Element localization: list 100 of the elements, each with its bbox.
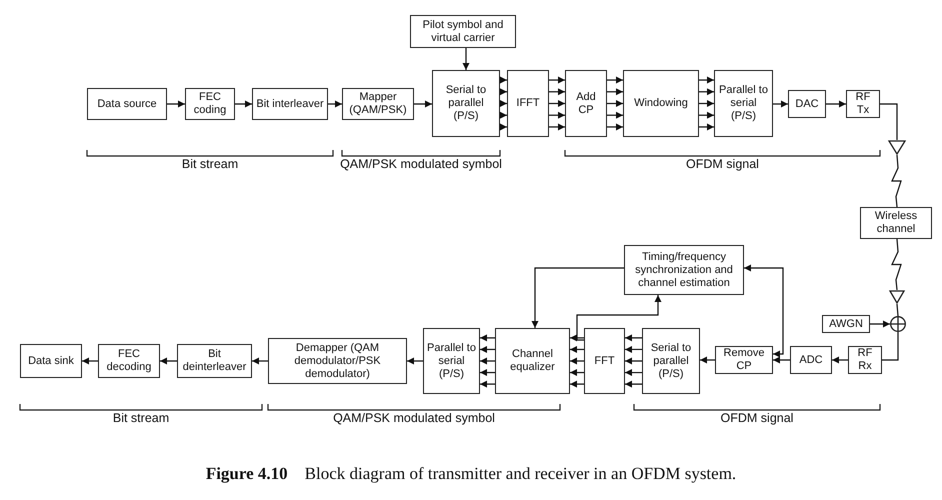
arrow bbox=[160, 358, 177, 364]
block-label: Parallel to serial (P/S) bbox=[718, 84, 769, 123]
process-box bbox=[423, 328, 480, 394]
arrow bbox=[252, 358, 268, 364]
arrow bbox=[82, 358, 98, 364]
arrow bbox=[625, 334, 642, 342]
process-box bbox=[848, 346, 882, 374]
arrow bbox=[699, 123, 714, 130]
process-box bbox=[860, 207, 932, 239]
arrow bbox=[744, 264, 784, 358]
figure-caption: Figure 4.10 Block diagram of transmitter and receiver in an OFDM system. bbox=[204, 464, 738, 484]
section-label: QAM/PSK modulated symbol bbox=[340, 157, 502, 171]
block-label: FEC coding bbox=[192, 91, 228, 117]
arrow bbox=[500, 76, 507, 84]
wireless-link bbox=[891, 154, 902, 208]
connector-line bbox=[882, 332, 899, 361]
process-box bbox=[20, 344, 82, 378]
arrow bbox=[625, 369, 642, 376]
block-label: Add CP bbox=[575, 90, 597, 116]
arrow bbox=[870, 320, 890, 328]
block-label: FEC decoding bbox=[106, 348, 152, 374]
block-label: Channel equalizer bbox=[509, 348, 556, 374]
block-label: Bit interleaver bbox=[255, 98, 325, 110]
arrow bbox=[549, 88, 565, 96]
arrow bbox=[407, 358, 423, 364]
section-label: OFDM signal bbox=[720, 411, 794, 425]
process-box bbox=[432, 70, 500, 137]
process-box bbox=[822, 315, 870, 333]
wireless-link bbox=[891, 238, 902, 290]
block-label: Data sink bbox=[27, 354, 75, 368]
arrow bbox=[549, 100, 565, 107]
arrow bbox=[500, 123, 507, 130]
process-box bbox=[715, 346, 773, 374]
arrow bbox=[500, 100, 507, 107]
block-label: IFFT bbox=[515, 97, 541, 110]
arrow bbox=[570, 380, 584, 388]
block-label: Windowing bbox=[633, 97, 689, 110]
arrow bbox=[570, 334, 584, 342]
arrow bbox=[699, 112, 714, 119]
arrow bbox=[462, 48, 470, 70]
antenna-symbol bbox=[889, 290, 905, 304]
block-label: RF Rx bbox=[856, 347, 874, 373]
arrow bbox=[500, 112, 507, 119]
process-box bbox=[410, 15, 516, 48]
process-box bbox=[642, 328, 700, 394]
process-box bbox=[87, 88, 167, 120]
arrow bbox=[826, 100, 846, 108]
process-box bbox=[624, 245, 744, 295]
arrow bbox=[167, 100, 185, 108]
arrow bbox=[699, 100, 714, 107]
arrow bbox=[549, 112, 565, 119]
block-label: Demapper (QAM demodulator/PSK demodulator) bbox=[293, 342, 382, 380]
block-label: Mapper (QAM/PSK) bbox=[348, 91, 408, 117]
block-label: Parallel to serial (P/S) bbox=[426, 342, 477, 380]
process-box bbox=[185, 88, 235, 120]
block-label: Pilot symbol and virtual carrier bbox=[422, 18, 504, 44]
arrow bbox=[625, 380, 642, 388]
process-box bbox=[507, 70, 549, 137]
arrow bbox=[699, 76, 714, 84]
arrow bbox=[480, 358, 495, 364]
section-label: Bit stream bbox=[182, 157, 238, 171]
process-box bbox=[584, 328, 625, 394]
connector-line bbox=[880, 103, 898, 140]
process-box bbox=[268, 338, 407, 384]
arrow bbox=[570, 346, 584, 353]
arrow bbox=[607, 76, 623, 84]
block-label: AWGN bbox=[828, 318, 864, 330]
arrow bbox=[414, 100, 432, 108]
arrow bbox=[699, 88, 714, 96]
arrow bbox=[328, 100, 342, 108]
arrow bbox=[480, 346, 495, 353]
arrow bbox=[607, 123, 623, 130]
arrow bbox=[625, 358, 642, 364]
process-box bbox=[788, 90, 826, 118]
arrow bbox=[576, 295, 662, 341]
adder-symbol bbox=[890, 316, 906, 332]
connector-line bbox=[896, 304, 899, 316]
process-box bbox=[342, 88, 414, 120]
process-box bbox=[623, 70, 699, 137]
arrow bbox=[607, 112, 623, 119]
arrow bbox=[235, 100, 252, 108]
process-box bbox=[495, 328, 570, 394]
section-label: QAM/PSK modulated symbol bbox=[333, 411, 495, 425]
section-label: OFDM signal bbox=[686, 157, 759, 171]
arrow bbox=[480, 369, 495, 376]
arrow bbox=[549, 123, 565, 130]
arrow bbox=[700, 356, 715, 364]
block-label: Wireless channel bbox=[874, 210, 918, 236]
block-label: Data source bbox=[96, 98, 158, 110]
process-box bbox=[98, 344, 160, 378]
block-label: Bit deinterleaver bbox=[182, 348, 248, 374]
arrow bbox=[832, 356, 848, 364]
arrow bbox=[570, 369, 584, 376]
arrow bbox=[480, 380, 495, 388]
arrow bbox=[532, 267, 624, 328]
block-label: ADC bbox=[798, 354, 824, 366]
block-label: Timing/frequency synchronization and channel estimation bbox=[634, 250, 734, 290]
section-label: Bit stream bbox=[112, 411, 170, 425]
block-label: Remove CP bbox=[722, 347, 766, 373]
block-label: Serial to parallel (P/S) bbox=[444, 84, 488, 123]
